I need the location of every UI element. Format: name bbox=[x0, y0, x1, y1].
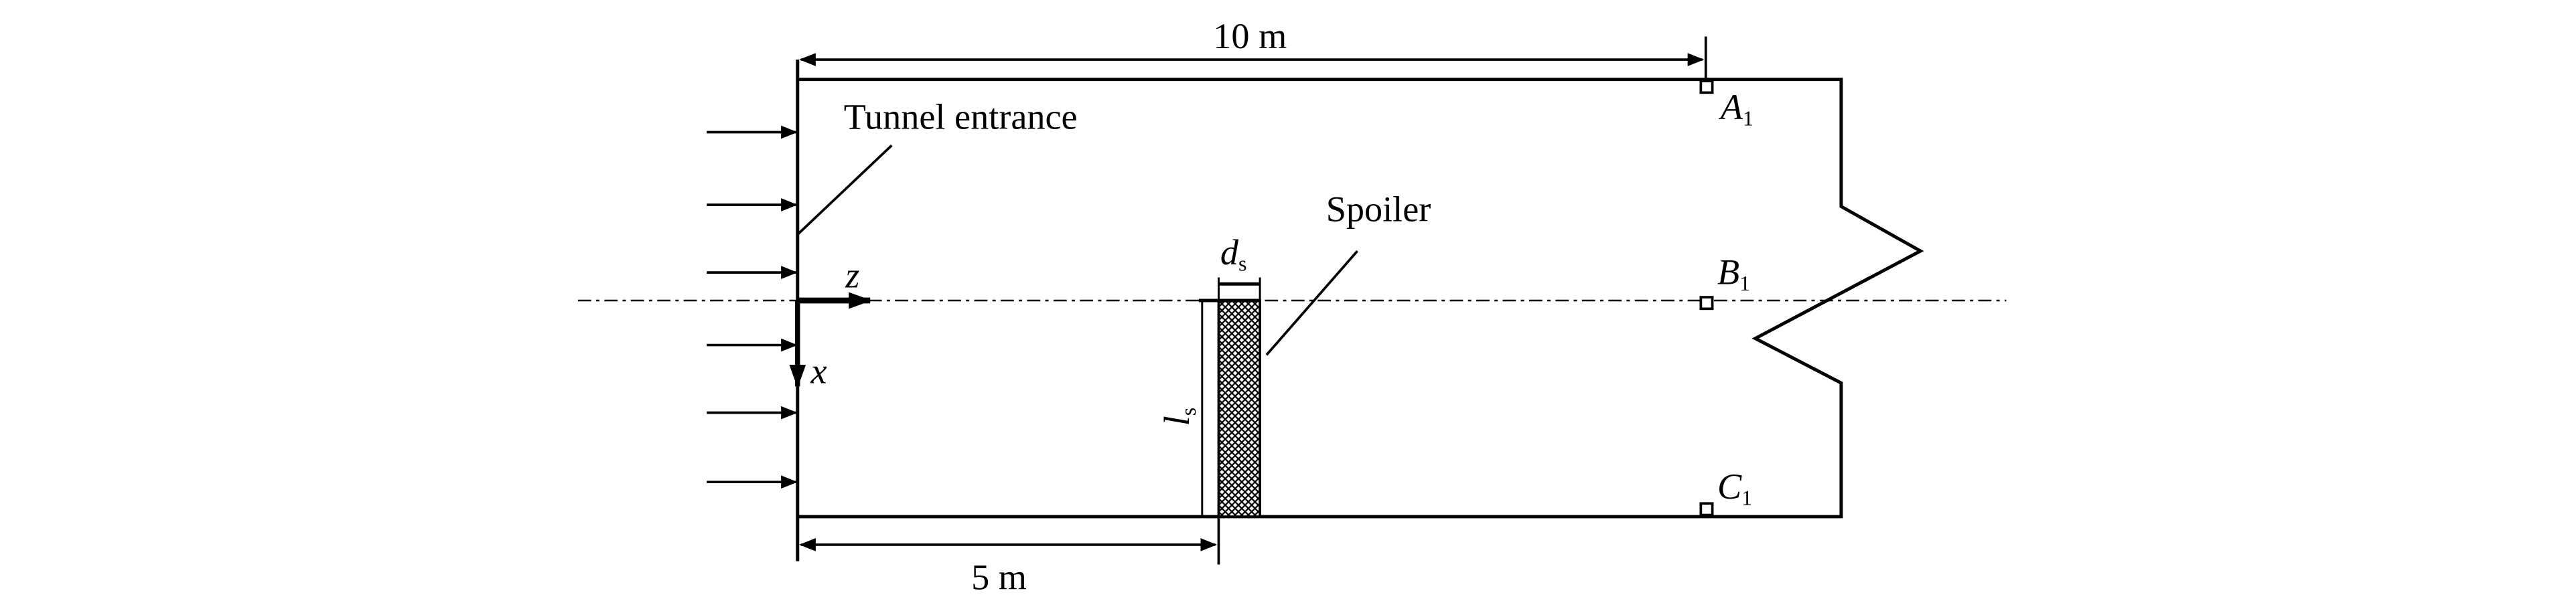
spoiler-length-label: ls bbox=[1157, 408, 1200, 426]
point-b1-label: B1 bbox=[1717, 252, 1750, 295]
spoiler-block bbox=[1217, 299, 1261, 518]
measurement-point-c1 bbox=[1699, 502, 1714, 517]
spoiler-width-label: ds bbox=[1220, 232, 1247, 276]
tunnel-entrance-leader bbox=[796, 144, 893, 236]
spoiler-leader bbox=[1265, 250, 1358, 356]
spoiler-label: Spoiler bbox=[1326, 189, 1431, 230]
spoiler-width-dimension bbox=[1217, 277, 1261, 301]
x-axis-label: x bbox=[810, 351, 827, 391]
dimension-5m-label: 5 m bbox=[971, 557, 1027, 597]
inflow-arrows bbox=[707, 125, 798, 489]
point-c1-label: C1 bbox=[1717, 466, 1752, 510]
tunnel-entrance-label: Tunnel entrance bbox=[844, 97, 1078, 137]
measurement-point-b1 bbox=[1699, 296, 1714, 311]
dimension-10m-label: 10 m bbox=[1213, 16, 1287, 56]
z-axis-label: z bbox=[845, 255, 859, 295]
measurement-point-a1 bbox=[1699, 80, 1714, 94]
point-a1-label: A1 bbox=[1719, 87, 1754, 131]
